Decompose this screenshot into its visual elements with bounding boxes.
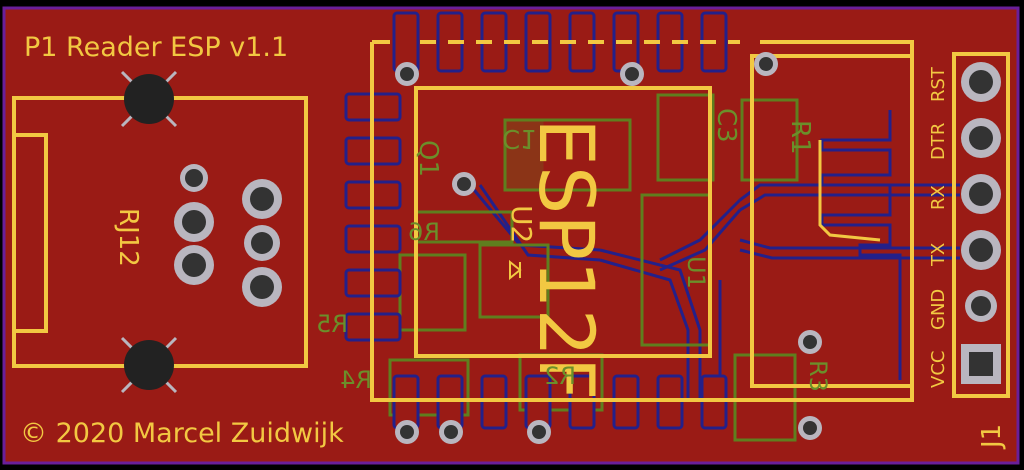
module-label: ESP12F (522, 118, 611, 401)
rj12-pads (174, 164, 282, 307)
ref-r3: R3 (804, 360, 832, 392)
antenna-silk (818, 140, 881, 242)
ref-r5: R5 (316, 310, 348, 338)
ref-q1: Q1 (413, 140, 443, 177)
ref-u1: U1 (682, 256, 710, 289)
pin-label-gnd: GND (928, 289, 949, 330)
antenna-meander (820, 110, 902, 380)
ref-r4: R4 (340, 366, 372, 394)
pin-label-rx: RX (928, 185, 949, 210)
pin-label-tx: TX (928, 243, 949, 267)
pin-label-vcc: VCC (928, 351, 949, 388)
documentation-layer (388, 93, 799, 442)
mount-hole-bottom (124, 340, 174, 390)
ref-c1: C1 (502, 123, 537, 153)
copyright-text: © 2020 Marcel Zuidwijk (20, 418, 344, 449)
module-ref: U2 (505, 205, 538, 243)
rj12-label: RJ12 (113, 208, 143, 267)
ref-r6: R6 (408, 218, 440, 246)
mount-hole-top (124, 74, 174, 124)
ref-c3: C3 (711, 108, 741, 143)
vias (395, 52, 822, 444)
pin-label-dtr: DTR (928, 123, 949, 160)
connector-ref: J1 (977, 424, 1007, 450)
pin-label-rst: RST (928, 66, 949, 102)
diode-symbol (509, 259, 522, 281)
ref-r2: R2 (544, 362, 576, 390)
rj12-mount-holes (120, 70, 178, 394)
esp-module-pads (344, 11, 728, 430)
silkscreen-layer (12, 40, 1010, 402)
j1-header-pads (961, 62, 1001, 384)
ref-r1: R1 (785, 120, 815, 155)
board-title: P1 Reader ESP v1.1 (24, 32, 288, 63)
